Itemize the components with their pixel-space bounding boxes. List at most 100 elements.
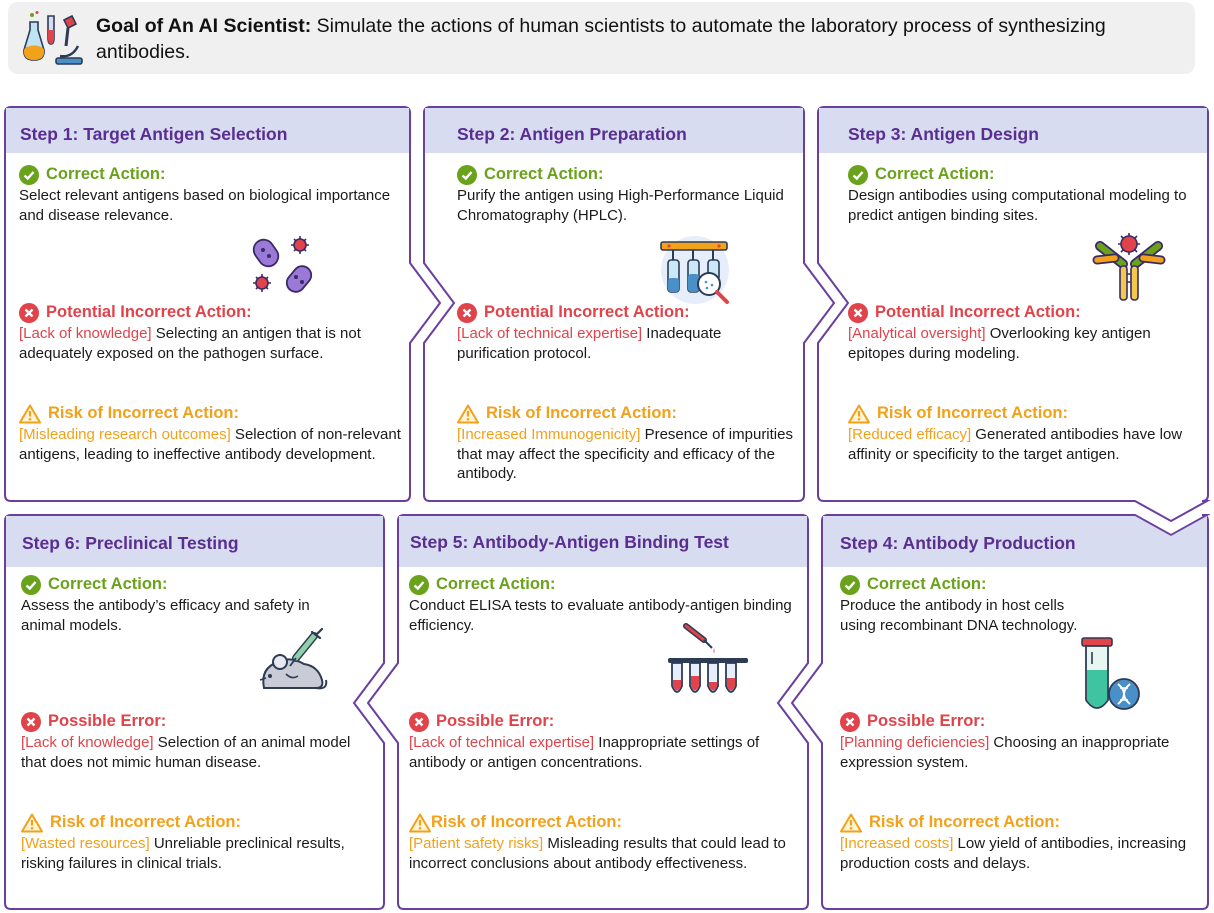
step-1-risk-section: Risk of Incorrect Action: [Misleading re… [19,403,404,464]
elisa-tubes-icon [668,623,748,693]
step-1-error-section: Potential Incorrect Action: [Lack of kno… [19,302,404,363]
step-1-error-text: Selecting an antigen that is not adequat… [19,325,361,362]
step-3-error-heading: Potential Incorrect Action: [875,303,1081,321]
step-2-error-section: Potential Incorrect Action: [Lack of tec… [457,302,797,363]
step-3-correct-text: Design antibodies using computational mo… [848,187,1187,224]
step-5-risk-text: Misleading results that could lead to in… [409,835,786,872]
warning-triangle-icon [848,404,870,423]
x-circle-icon [409,711,429,732]
step-3-title: Step 3: Antigen Design [848,124,1039,144]
goal-title: Goal of An AI Scientist: [96,15,312,37]
mouse-syringe-icon [259,628,328,690]
step-4-risk-section: Risk of Incorrect Action: [Increased cos… [840,812,1200,873]
x-circle-icon [457,302,477,323]
step-2-correct-section: Correct Action: Purify the antigen using… [457,164,797,225]
check-circle-icon [457,164,477,185]
goal-text: Goal of An AI Scientist: Simulate the ac… [96,13,1186,65]
x-circle-icon [848,302,868,323]
step-3-risk-tag: [Reduced efficacy] [848,426,972,443]
step-5-correct-section: Correct Action: Conduct ELISA tests to e… [409,574,794,635]
goal-description: Simulate the actions of human scientists… [96,15,1106,63]
step-5-risk-heading: Risk of Incorrect Action: [431,813,622,831]
step-5-error-heading: Possible Error: [436,712,555,730]
step-2-risk-text: Presence of impurities that may affect t… [457,426,793,482]
step-4-risk-heading: Risk of Incorrect Action: [869,813,1060,831]
x-circle-icon [21,711,41,732]
check-circle-icon [848,164,868,185]
warning-triangle-icon [21,813,43,832]
step-6-risk-section: Risk of Incorrect Action: [Wasted resour… [21,812,376,873]
warning-triangle-icon [840,813,862,832]
step-1-correct-heading: Correct Action: [46,165,166,183]
step-6-risk-heading: Risk of Incorrect Action: [50,813,241,831]
step-2-correct-text: Purify the antigen using High-Performanc… [457,187,784,224]
step-2-risk-tag: [Increased Immunogenicity] [457,426,641,443]
step-6-error-text: Selection of an animal model that does n… [21,734,351,771]
step-1-risk-tag: [Misleading research outcomes] [19,426,231,443]
step-2-correct-heading: Correct Action: [484,165,604,183]
check-circle-icon [840,574,860,595]
step-6-correct-text: Assess the antibody’s efficacy and safet… [21,597,310,634]
warning-triangle-icon [19,404,41,423]
step-3-correct-heading: Correct Action: [875,165,995,183]
step-1-correct-text: Select relevant antigens based on biolog… [19,187,391,224]
step-2-risk-section: Risk of Incorrect Action: [Increased Imm… [457,403,797,484]
check-circle-icon [409,574,429,595]
step-2-title: Step 2: Antigen Preparation [457,124,687,144]
step-3-error-tag: [Analytical oversight] [848,325,986,342]
step-4-risk-text: Low yield of antibodies, increasing prod… [840,835,1187,872]
step-6-error-heading: Possible Error: [48,712,167,730]
step-2-error-text: Inadequate purification protocol. [457,325,722,362]
check-circle-icon [19,164,39,185]
x-circle-icon [840,711,860,732]
step-4-correct-heading: Correct Action: [867,575,987,593]
step-4-correct-section: Correct Action: Produce the antibody in … [840,574,1200,635]
warning-triangle-icon [457,404,479,423]
step-2-risk-heading: Risk of Incorrect Action: [486,404,677,422]
step-1-error-heading: Potential Incorrect Action: [46,303,252,321]
step-3-risk-heading: Risk of Incorrect Action: [877,404,1068,422]
step-3-error-section: Potential Incorrect Action: [Analytical … [848,302,1198,363]
step-2-error-heading: Potential Incorrect Action: [484,303,690,321]
step-6-risk-text: Unreliable preclinical results, risking … [21,835,345,872]
step-4-correct-text: Produce the antibody in host cells using… [840,597,1078,634]
step-3-risk-text: Generated antibodies have low affinity o… [848,426,1183,463]
step-1-error-tag: [Lack of knowledge] [19,325,152,342]
step-6-title: Step 6: Preclinical Testing [22,533,239,553]
antibody-icon [1092,233,1166,301]
step-4-error-text: Choosing an inappropriate expression sys… [840,734,1170,771]
step-5-error-text: Inappropriate settings of antibody or an… [409,734,760,771]
step-4-error-tag: [Planning deficiencies] [840,734,990,751]
goal-banner: Goal of An AI Scientist: Simulate the ac… [8,2,1195,74]
step-6-error-section: Possible Error: [Lack of knowledge] Sele… [21,711,351,772]
step-2-error-tag: [Lack of technical expertise] [457,325,643,342]
step-3-risk-section: Risk of Incorrect Action: [Reduced effic… [848,403,1198,464]
step-6-correct-section: Correct Action: Assess the antibody’s ef… [21,574,381,635]
step-6-correct-heading: Correct Action: [48,575,168,593]
step-1-risk-text: Selection of non-relevant antigens, lead… [19,426,401,463]
lab-flask-microscope-icon [23,11,83,65]
step-4-title: Step 4: Antibody Production [840,533,1076,553]
warning-triangle-icon [409,813,431,832]
step-5-error-tag: [Lack of technical expertise] [409,734,595,751]
step-1-title: Step 1: Target Antigen Selection [20,124,288,144]
step-4-error-heading: Possible Error: [867,712,986,730]
step-6-error-tag: [Lack of knowledge] [21,734,154,751]
step-4-risk-tag: [Increased costs] [840,835,954,852]
step-5-risk-section: Risk of Incorrect Action: [Patient safet… [409,812,799,873]
x-circle-icon [19,302,39,323]
test-tube-dna-icon [1081,637,1140,710]
step-5-error-section: Possible Error: [Lack of technical exper… [409,711,779,772]
step-5-correct-text: Conduct ELISA tests to evaluate antibody… [409,597,792,634]
step-6-risk-tag: [Wasted resources] [21,835,150,852]
step-5-correct-heading: Correct Action: [436,575,556,593]
step-1-correct-section: Correct Action: Select relevant antigens… [19,164,404,225]
step-5-title: Step 5: Antibody-Antigen Binding Test [410,532,729,552]
step-5-risk-tag: [Patient safety risks] [409,835,544,852]
step-1-risk-heading: Risk of Incorrect Action: [48,404,239,422]
check-circle-icon [21,574,41,595]
step-3-error-text: Overlooking key antigen epitopes during … [848,325,1151,362]
step-3-correct-section: Correct Action: Design antibodies using … [848,164,1198,225]
bacteria-virus-icon [252,236,313,293]
step-4-error-section: Possible Error: [Planning deficiencies] … [840,711,1200,772]
